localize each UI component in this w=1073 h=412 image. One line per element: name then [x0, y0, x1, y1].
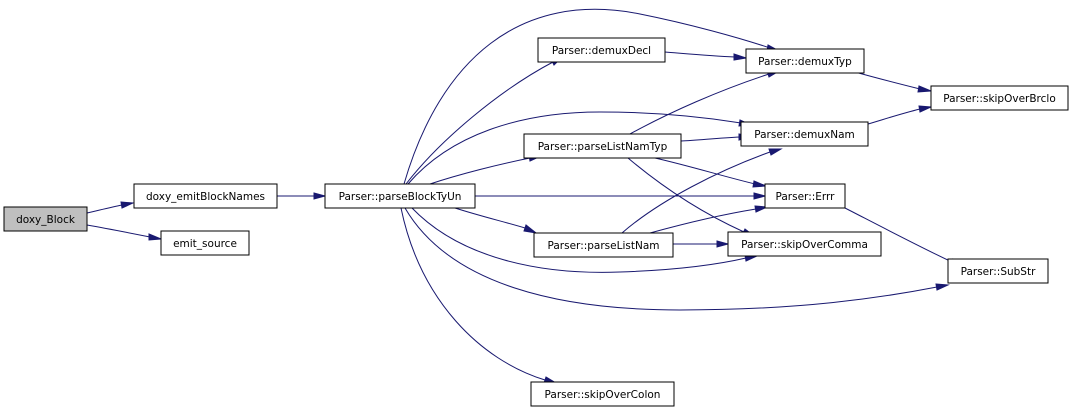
node-parselistnam[interactable]: Parser::parseListNam	[533, 232, 674, 258]
edge-parselistnam-to-demuxnam	[621, 148, 783, 234]
edge-demuxnam-to-skipoverbrclo	[867, 105, 933, 125]
edge-parseblocktyun-to-parselistnamtyp	[429, 154, 543, 185]
node-demuxdecl[interactable]: Parser::demuxDecl	[537, 37, 666, 63]
node-skipovercomma[interactable]: Parser::skipOverComma	[727, 231, 882, 257]
node-skipovercolon[interactable]: Parser::skipOverColon	[530, 381, 675, 407]
node-label: Parser::demuxNam	[754, 129, 855, 141]
edge-demuxtyp-to-skipoverbrclo	[854, 71, 932, 93]
node-demuxnam[interactable]: Parser::demuxNam	[740, 121, 869, 147]
edge-parselistnamtyp-to-skipovercomma	[627, 157, 756, 237]
node-label: Parser::demuxDecl	[552, 45, 651, 57]
node-emit-source[interactable]: emit_source	[160, 230, 250, 256]
node-label: doxy_Block	[16, 214, 76, 226]
node-label: Parser::skipOverColon	[545, 389, 661, 401]
node-label: Parser::skipOverBrclo	[943, 93, 1056, 105]
node-label: Parser::SubStr	[961, 266, 1037, 278]
nodes: doxy_Block doxy_emitBlockNames emit_sour…	[3, 37, 1069, 407]
edge-parseblocktyun-to-demuxdecl	[405, 56, 564, 185]
edge-doxy-block-to-emit-source	[86, 224, 162, 241]
edge-emitblocknames-to-parseblocktyun	[277, 192, 327, 200]
node-label: Parser::parseListNam	[548, 240, 660, 252]
edge-parseblocktyun-to-parselistnam	[454, 207, 538, 234]
node-label: doxy_emitBlockNames	[146, 191, 265, 203]
edge-parselistnam-to-skipovercomma	[673, 240, 730, 248]
node-parselistnamtyp[interactable]: Parser::parseListNamTyp	[523, 133, 682, 159]
node-skipoverbrclo[interactable]: Parser::skipOverBrclo	[930, 85, 1069, 111]
node-substr[interactable]: Parser::SubStr	[947, 258, 1049, 284]
node-label: Parser::parseListNamTyp	[538, 141, 668, 153]
node-label: emit_source	[173, 238, 237, 250]
node-label: Parser::skipOverComma	[741, 239, 868, 251]
node-demuxtyp[interactable]: Parser::demuxTyp	[745, 48, 865, 74]
edge-parselistnam-to-errr	[649, 205, 769, 234]
edge-parselistnamtyp-to-errr	[654, 157, 767, 188]
edge-demuxdecl-to-demuxtyp	[664, 51, 747, 61]
node-errr[interactable]: Parser::Errr	[764, 183, 846, 209]
node-label: Parser::Errr	[776, 191, 836, 203]
node-doxy-block[interactable]: doxy_Block	[3, 206, 88, 232]
node-doxy-emitblocknames[interactable]: doxy_emitBlockNames	[133, 183, 278, 209]
node-label: Parser::demuxTyp	[758, 56, 852, 68]
edge-parseblocktyun-to-substr	[404, 207, 950, 311]
node-label: Parser::parseBlockTyUn	[339, 191, 462, 203]
edge-doxy-block-to-doxy-emitblocknames	[86, 201, 135, 214]
edge-parseblocktyun-to-errr	[475, 192, 767, 200]
node-parseblocktyun[interactable]: Parser::parseBlockTyUn	[324, 183, 476, 209]
